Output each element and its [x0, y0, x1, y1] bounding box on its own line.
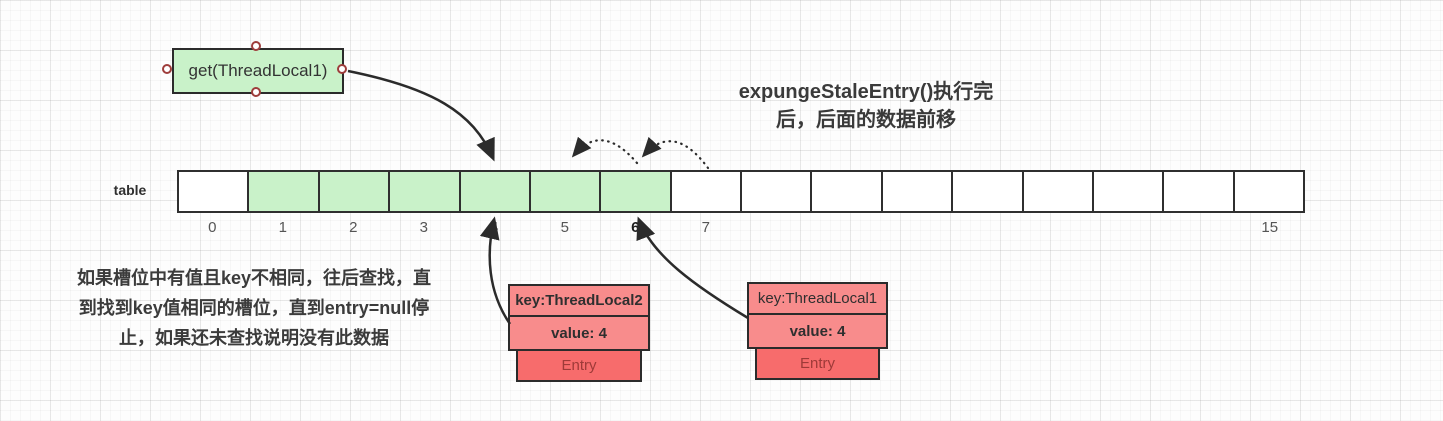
index-label-3: 3 — [419, 219, 428, 236]
index-label-1: 1 — [278, 219, 287, 236]
index-label-12 — [1023, 219, 1094, 239]
table-cell-14[interactable] — [1163, 171, 1234, 212]
table-cell-7[interactable] — [670, 171, 741, 212]
index-label-2: 2 — [349, 219, 358, 236]
shift-arrow-6-to-5 — [571, 136, 639, 165]
index-row: 0 1 2 3 4 5 6 7 15 — [177, 219, 1305, 239]
connection-handle-right[interactable] — [337, 64, 347, 74]
index-label-7: 7 — [701, 219, 710, 236]
lookup-rule-note: 如果槽位中有值且key不相同，往后查找，直 到找到key值相同的槽位，直到ent… — [36, 263, 472, 353]
index-label-4: 4 — [490, 219, 499, 236]
connection-handle-top[interactable] — [251, 41, 261, 51]
index-label-14 — [1164, 219, 1235, 239]
connection-handle-bottom[interactable] — [251, 87, 261, 97]
index-label-8 — [741, 219, 812, 239]
index-label-13 — [1094, 219, 1165, 239]
entry2-key-row: key:ThreadLocal1 — [747, 282, 888, 315]
entry2-entry-row: Entry — [755, 347, 880, 380]
index-label-6: 6 — [631, 219, 640, 236]
entry1-entry-row: Entry — [516, 349, 642, 382]
entry2-value-row: value: 4 — [747, 313, 888, 349]
table-cell-11[interactable] — [952, 171, 1023, 212]
table-cell-8[interactable] — [741, 171, 812, 212]
lookup-rule-note-line3: 止，如果还未查找说明没有此数据 — [119, 328, 389, 348]
entry-box-threadlocal2[interactable]: key:ThreadLocal2 value: 4 Entry — [508, 284, 650, 382]
diagram-title-line1: expungeStaleEntry()执行完 — [738, 81, 994, 103]
table-cell-3[interactable] — [389, 171, 460, 212]
table-cell-0[interactable] — [178, 171, 249, 212]
lookup-rule-note-line1: 如果槽位中有值且key不相同，往后查找，直 — [76, 268, 432, 288]
entry1-key-row: key:ThreadLocal2 — [508, 284, 650, 317]
index-label-10 — [882, 219, 953, 239]
get-to-slot4-arrow — [347, 69, 495, 162]
get-threadlocal1-box[interactable]: get(ThreadLocal1) — [172, 48, 344, 94]
shift-arrow-7-to-6 — [641, 136, 710, 170]
lookup-rule-note-line2: 到找到key值相同的槽位，直到entry=null停 — [78, 298, 430, 318]
table-cell-5[interactable] — [529, 171, 601, 212]
table-cell-12[interactable] — [1022, 171, 1093, 212]
get-threadlocal1-label: get(ThreadLocal1) — [188, 61, 328, 80]
index-label-0: 0 — [208, 219, 217, 236]
entry1-value-row: value: 4 — [508, 315, 650, 351]
diagram-title-line2: 后，后面的数据前移 — [776, 109, 956, 131]
table-cell-4[interactable] — [459, 171, 530, 212]
slot-array — [177, 170, 1305, 213]
index-label-9 — [812, 219, 883, 239]
table-cell-15[interactable] — [1233, 171, 1304, 212]
entry-box-threadlocal1[interactable]: key:ThreadLocal1 value: 4 Entry — [747, 282, 888, 380]
table-cell-10[interactable] — [881, 171, 953, 212]
index-label-11 — [953, 219, 1024, 239]
connection-handle-left[interactable] — [162, 64, 172, 74]
table-cell-9[interactable] — [811, 171, 882, 212]
table-cell-13[interactable] — [1092, 171, 1164, 212]
table-cell-6[interactable] — [600, 171, 671, 212]
table-cell-2[interactable] — [318, 171, 390, 212]
diagram-title: expungeStaleEntry()执行完 后，后面的数据前移 — [690, 78, 1042, 134]
table-label: table — [113, 182, 147, 198]
index-label-5: 5 — [560, 219, 569, 236]
table-cell-1[interactable] — [248, 171, 319, 212]
index-label-15: 15 — [1261, 219, 1279, 236]
